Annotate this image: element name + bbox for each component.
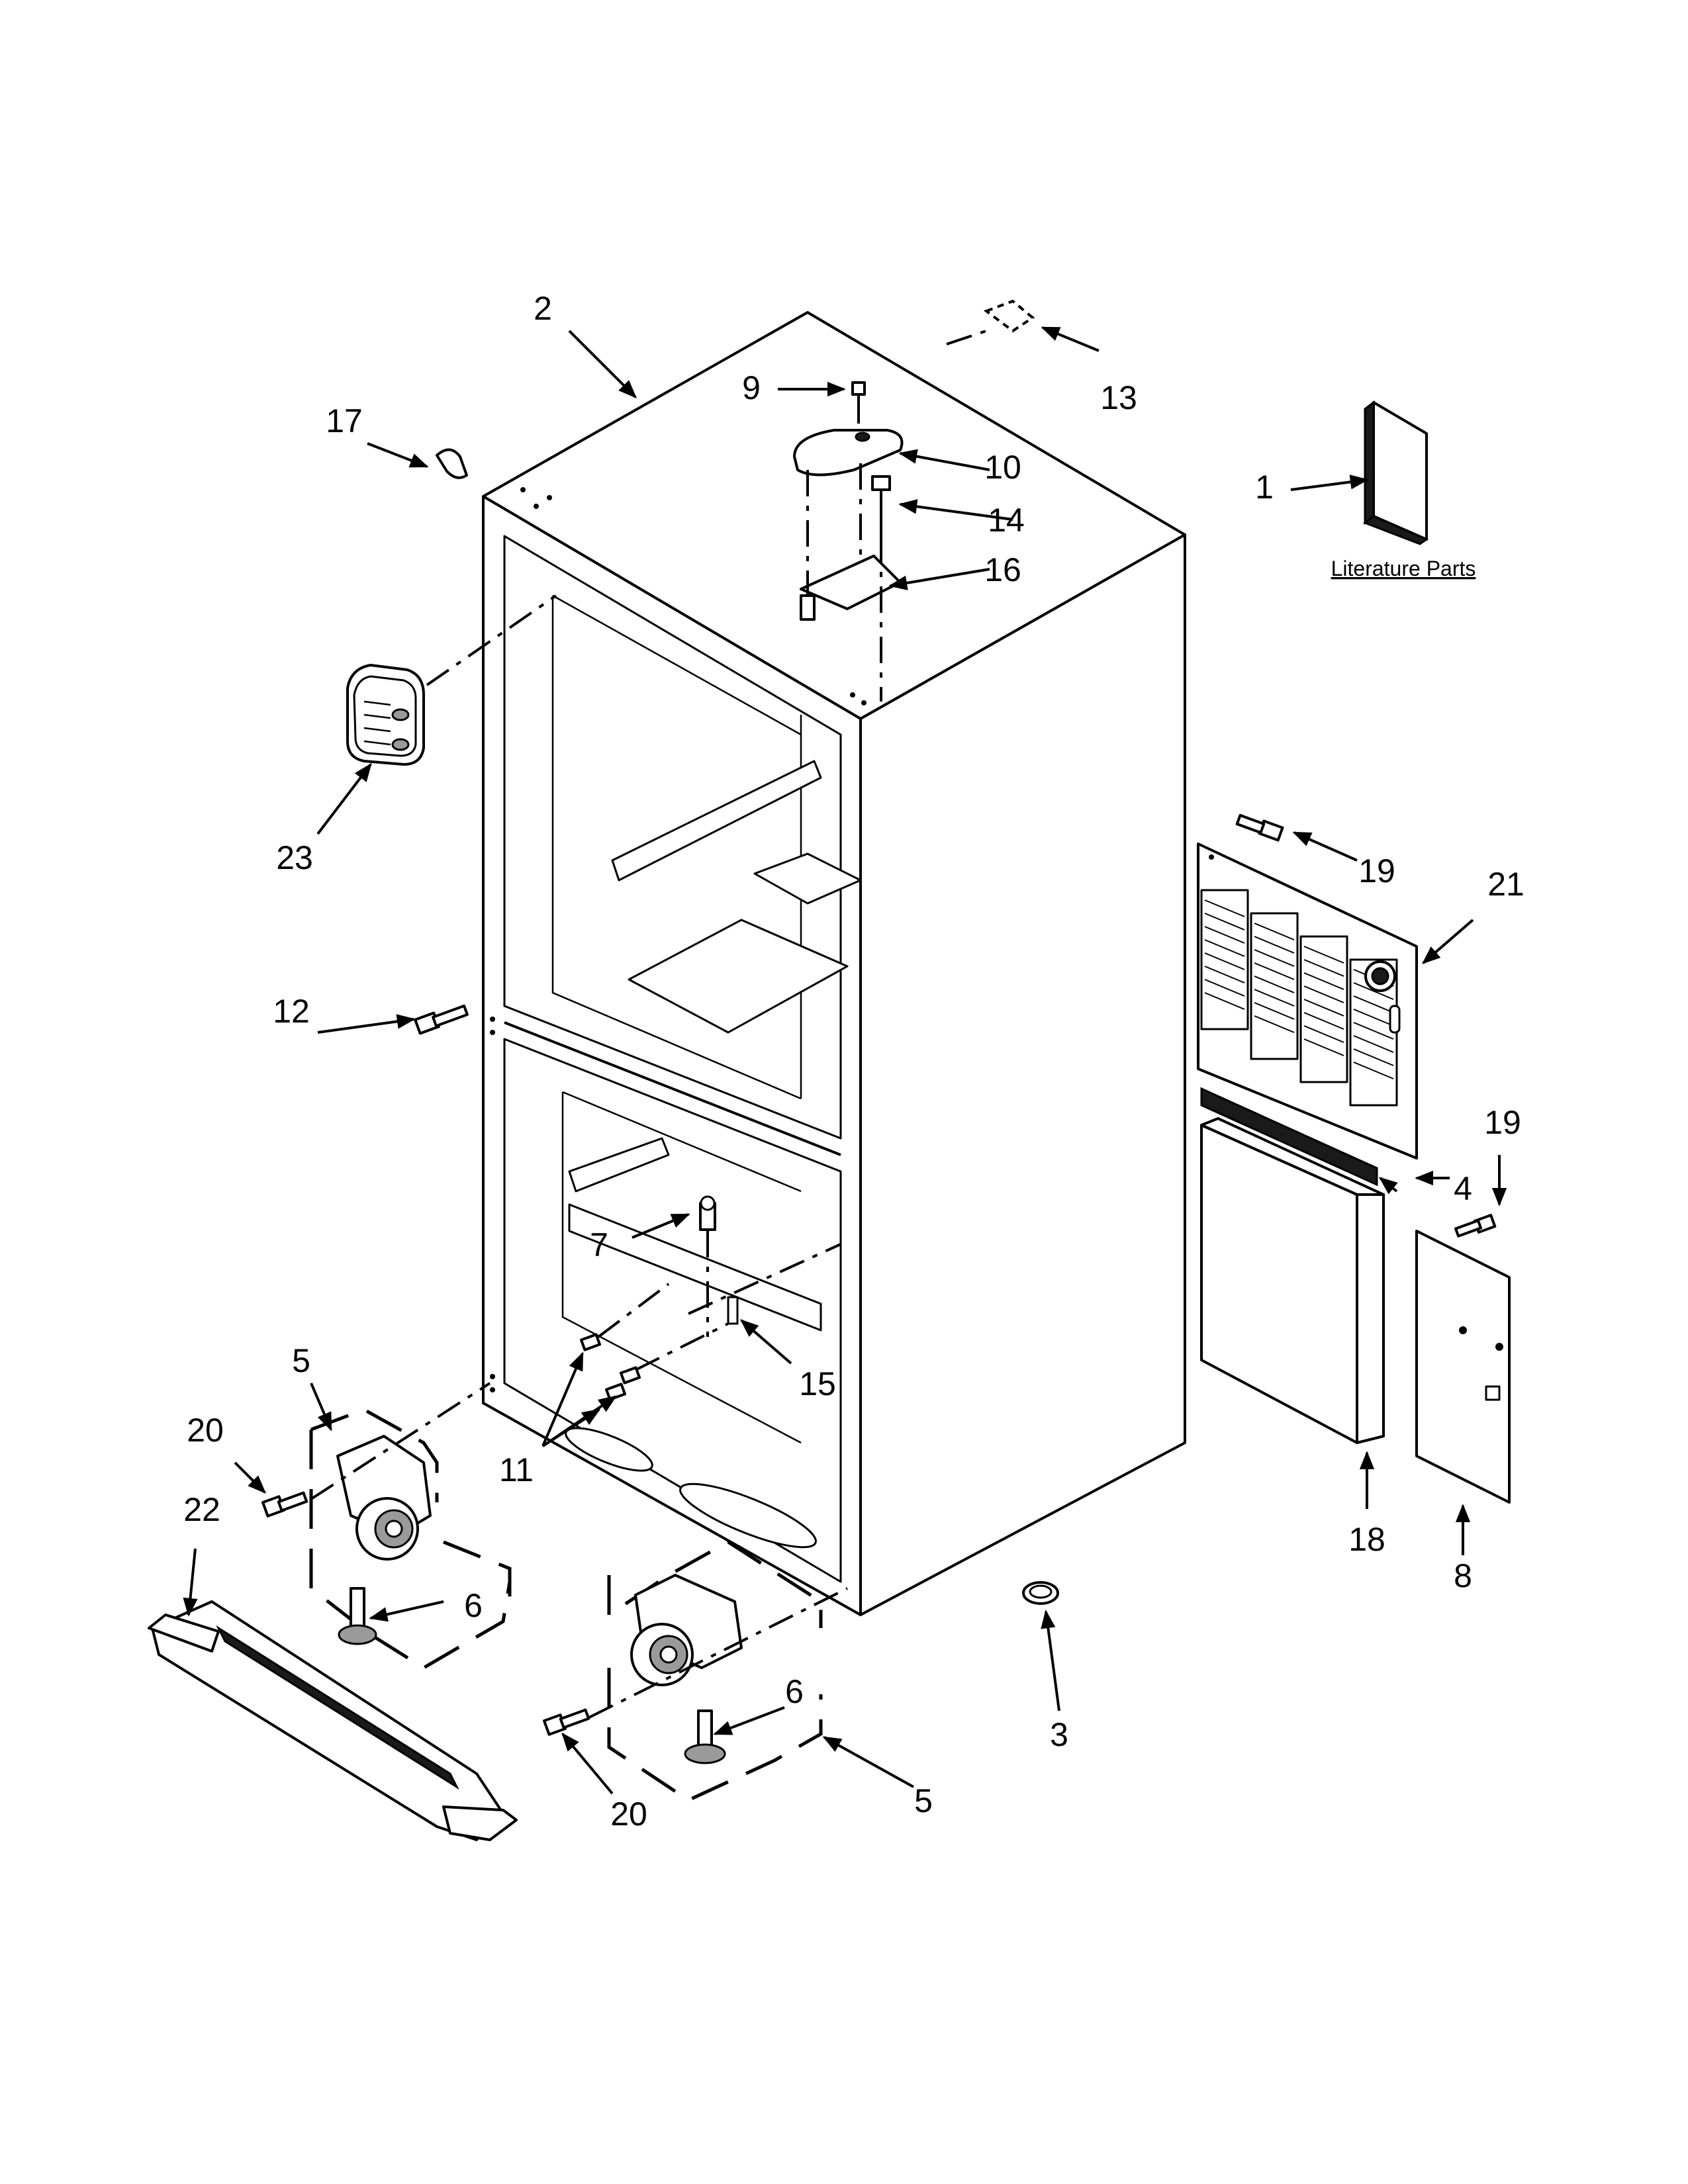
callout-4: 4 [1454,1170,1472,1207]
callout-9: 9 [742,369,761,406]
part-21-grille [1197,813,1418,1160]
part-18-panel [1200,1117,1385,1444]
callout-11: 11 [499,1451,534,1488]
part-15-clip [688,1243,841,1325]
callout-3: 3 [1050,1716,1068,1753]
callout-18: 18 [1348,1521,1385,1558]
callout-20-left: 20 [187,1412,224,1449]
callout-14: 14 [988,502,1025,539]
part-17 [436,448,468,479]
callout-6-right: 6 [785,1673,804,1710]
callouts: 2 17 9 13 10 14 16 1 23 12 19 21 19 4 7 … [183,290,1524,1833]
part-13-label [946,299,1035,345]
leader-lines [183,326,1507,1795]
roller-assembly-left [261,1382,512,1670]
roller-assembly-right [543,1540,848,1802]
part-22-toe-grille [148,1600,518,1841]
callout-22: 22 [183,1491,220,1528]
callout-6-left: 6 [464,1587,483,1624]
callout-19-upper: 19 [1358,852,1395,889]
callout-13: 13 [1100,379,1137,416]
part-3-plug [1022,1581,1059,1605]
part-12-screw [414,1004,469,1035]
literature-parts-label: Literature Parts [1331,557,1476,580]
callout-12: 12 [273,993,310,1030]
callout-16: 16 [984,551,1021,588]
callout-21: 21 [1487,866,1524,903]
part-23-control [346,594,557,766]
callout-19-lower: 19 [1484,1104,1521,1141]
callout-10: 10 [984,449,1021,486]
part-8-cover [1415,1214,1511,1504]
callout-5-right: 5 [914,1782,933,1819]
callout-8: 8 [1454,1557,1472,1594]
top-hinge-assembly [793,381,904,702]
callout-7: 7 [590,1226,608,1263]
callout-23: 23 [276,839,313,876]
part-4-strip [1200,1087,1378,1187]
callout-2: 2 [534,290,552,327]
callout-5-left: 5 [292,1342,310,1379]
part-7 [699,1195,716,1337]
callout-1: 1 [1255,469,1274,506]
callout-15: 15 [799,1365,836,1402]
callout-17: 17 [326,402,363,439]
cabinet [482,311,1186,1616]
callout-20-right: 20 [610,1796,647,1833]
part-1-literature: Literature Parts [1331,400,1476,580]
